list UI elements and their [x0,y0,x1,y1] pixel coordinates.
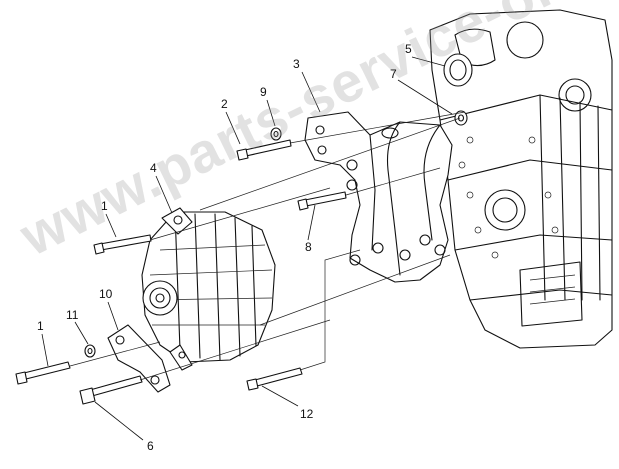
bolt-2 [236,139,292,161]
callout-4: 4 [150,161,157,175]
bolt-8 [297,191,347,211]
bolt-6 [79,375,143,405]
alternator [141,207,276,371]
callout-8: 8 [305,240,312,254]
assembly-lines [69,111,466,381]
callout-12: 12 [300,407,314,421]
callout-3: 3 [293,57,300,71]
bolt-1-upper [93,234,152,255]
callout-11: 11 [66,308,79,322]
leader-lines [41,56,453,441]
seal-ring [443,53,473,87]
washer-11 [84,344,96,358]
bolt-1-lower [15,361,71,385]
washer-7 [454,110,468,126]
washer-9 [270,127,282,141]
mounting-bracket [304,111,453,283]
callout-7: 7 [390,67,397,81]
engine-block [429,9,613,349]
callout-6: 6 [147,439,154,453]
callout-5: 5 [405,42,412,56]
callout-10: 10 [99,287,113,301]
callout-9: 9 [260,85,267,99]
callout-2: 2 [221,97,228,111]
callout-1-upper: 1 [101,199,108,213]
bolt-12 [246,367,303,391]
callout-1-lower: 1 [37,319,44,333]
